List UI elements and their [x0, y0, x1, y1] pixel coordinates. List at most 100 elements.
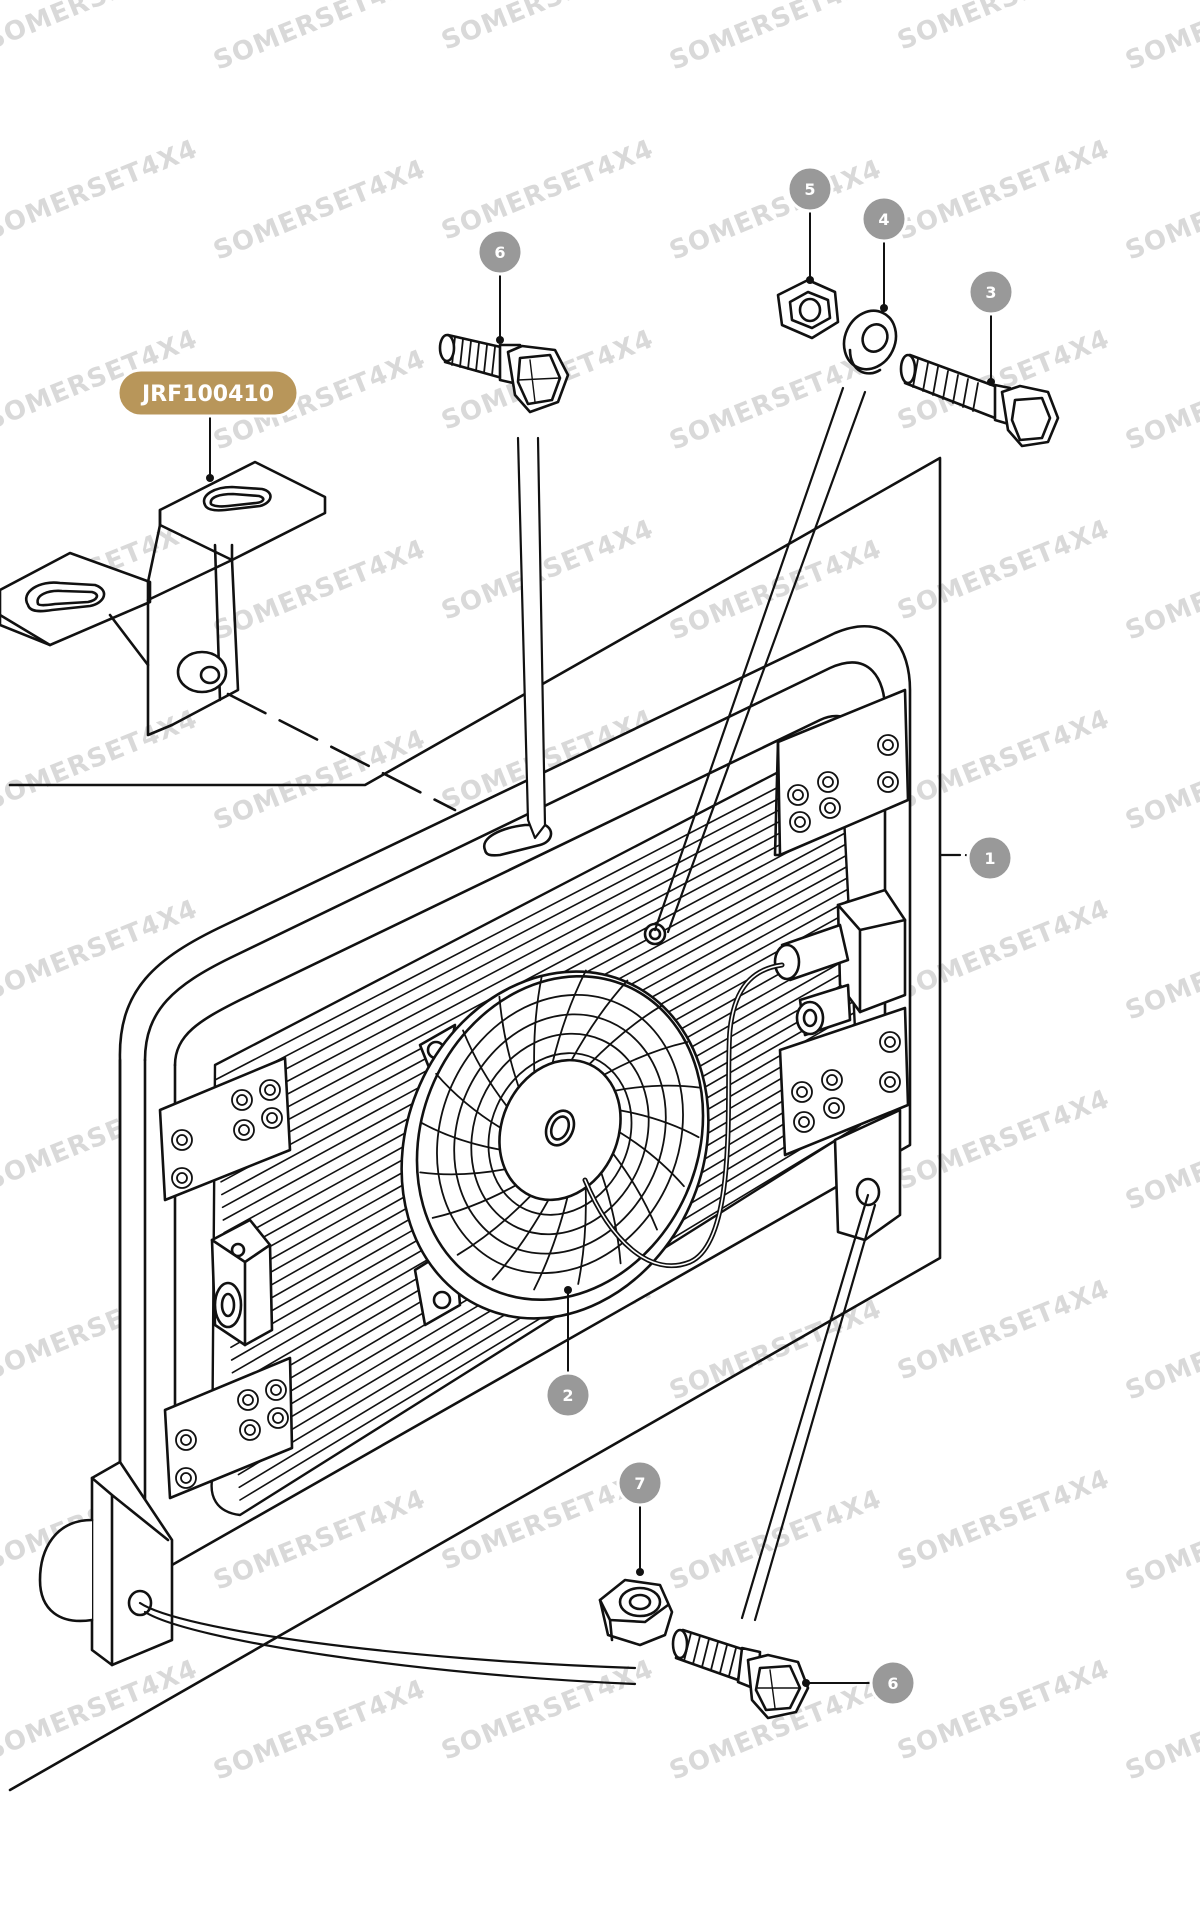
watermark-text: SOMERSET4X4	[1121, 724, 1200, 836]
watermark-text: SOMERSET4X4	[1121, 1294, 1200, 1406]
watermark-text: SOMERSET4X4	[893, 1274, 1114, 1386]
watermark-text: SOMERSET4X4	[1121, 1104, 1200, 1216]
plate-bolt-head	[823, 1097, 845, 1119]
plate-bolt-head	[175, 1429, 197, 1451]
plate-bolt-head	[877, 734, 899, 756]
fan-guard-rib	[533, 1196, 569, 1291]
plate-bolt-center	[798, 1116, 810, 1128]
plate-bolt-head	[821, 1069, 843, 1091]
fin-line	[217, 799, 844, 1132]
fan-guard-ring	[487, 1052, 633, 1216]
callout-2: 2	[544, 1371, 592, 1419]
part-code-tag: JRF100410	[116, 368, 300, 418]
plate-bolt-head	[231, 1089, 253, 1111]
plate-bolt-head	[233, 1119, 255, 1141]
plate-bolt-center	[180, 1434, 192, 1446]
bolt-3	[899, 353, 1060, 448]
fan-guard-rib	[588, 1004, 664, 1066]
plate-bolt-head	[265, 1379, 287, 1401]
plate-bolt-head	[171, 1129, 193, 1151]
plate-bolt-center	[792, 789, 804, 801]
pressure-switch-block	[773, 888, 907, 1037]
left-fitting-block	[210, 1218, 274, 1347]
callout-4-label: 4	[878, 210, 889, 229]
plate-bolt-head	[879, 1071, 901, 1093]
plate-bolt-center	[796, 1086, 808, 1098]
mounting-bracket	[0, 460, 327, 737]
fan-guard-rib	[600, 1171, 622, 1265]
plate-bolt-center	[242, 1394, 254, 1406]
watermark-text: SOMERSET4X4	[209, 0, 430, 76]
fan-guard-rib	[498, 995, 520, 1089]
callout-3-label: 3	[985, 283, 996, 302]
plate-bolt-head	[787, 784, 809, 806]
fan-guard-ring	[436, 993, 684, 1275]
fan-guard-rib	[419, 1168, 507, 1176]
line-drawing	[0, 278, 1060, 1792]
bracket-alignment-dash	[226, 692, 457, 812]
plate-bolt-center	[824, 802, 836, 814]
plate-bolt-center	[882, 739, 894, 751]
fin-line	[216, 787, 843, 1119]
fixing-path-lines	[138, 386, 962, 1686]
body-panel-outline	[8, 456, 942, 1792]
watermark-text: SOMERSET4X4	[665, 0, 886, 76]
watermark-text: SOMERSET4X4	[893, 894, 1114, 1006]
nut-5	[776, 278, 840, 340]
mounting-plate-left-upper	[158, 1056, 292, 1202]
plate-bolt-center	[244, 1424, 256, 1436]
watermark-text: SOMERSET4X4	[0, 704, 202, 816]
watermark-text: SOMERSET4X4	[437, 134, 658, 246]
plate-bolt-center	[822, 776, 834, 788]
callout-3: 3	[967, 268, 1015, 316]
watermark-text: SOMERSET4X4	[1121, 1674, 1200, 1786]
fin-line	[215, 776, 843, 1107]
fan-guard-rib	[491, 1198, 550, 1281]
plate-bolt-head	[261, 1107, 283, 1129]
fan-guard-rib	[462, 1029, 508, 1108]
callout-6-top-label: 6	[494, 243, 505, 262]
plate-bolt-center	[272, 1412, 284, 1424]
plate-bolt-center	[236, 1094, 248, 1106]
plate-bolt-head	[239, 1419, 261, 1441]
part-code-pill	[116, 368, 300, 418]
watermark-text: SOMERSET4X4	[209, 154, 430, 266]
watermark-text: SOMERSET4X4	[1121, 534, 1200, 646]
cooling-fan-assembly	[400, 922, 785, 1327]
mounting-plate-top-right	[773, 688, 910, 857]
washer-4	[842, 309, 898, 375]
plate-bolt-head	[877, 771, 899, 793]
plate-bolt-head	[793, 1111, 815, 1133]
watermark-text: SOMERSET4X4	[893, 0, 1114, 56]
plate-bolt-head	[879, 1031, 901, 1053]
watermark-text: SOMERSET4X4	[665, 1294, 886, 1406]
fan-guard-rib	[603, 1041, 689, 1076]
watermark-text: SOMERSET4X4	[0, 134, 202, 246]
fan-guard-rib	[613, 1084, 701, 1092]
plate-bolt-head	[791, 1081, 813, 1103]
callout-7-label: 7	[634, 1474, 645, 1493]
watermark-text: SOMERSET4X4	[1121, 1484, 1200, 1596]
bolt-6-bottom	[671, 1628, 810, 1720]
watermark-text: SOMERSET4X4	[893, 1654, 1114, 1766]
plate-bolt-center	[180, 1472, 192, 1484]
fan-guard-rib	[551, 969, 587, 1064]
plate-bolt-center	[270, 1384, 282, 1396]
fan-guard-rib	[420, 1121, 501, 1151]
bottom-left-lug	[38, 1460, 174, 1667]
fin-line	[214, 754, 841, 1081]
watermark-text: SOMERSET4X4	[893, 514, 1114, 626]
watermark-text: SOMERSET4X4	[1121, 154, 1200, 266]
callout-5: 5	[786, 165, 834, 213]
plate-bolt-head	[267, 1407, 289, 1429]
watermark-text: SOMERSET4X4	[209, 1674, 430, 1786]
top-frame-slot	[482, 823, 553, 857]
part-code-label: JRF100410	[140, 382, 274, 407]
callout-1: 1	[966, 834, 1014, 882]
callout-6-top: 6	[476, 228, 524, 276]
plate-bolt-head	[259, 1079, 281, 1101]
plate-bolt-head	[171, 1167, 193, 1189]
plate-bolt-center	[828, 1102, 840, 1114]
fan-guard-rib	[435, 1072, 502, 1129]
